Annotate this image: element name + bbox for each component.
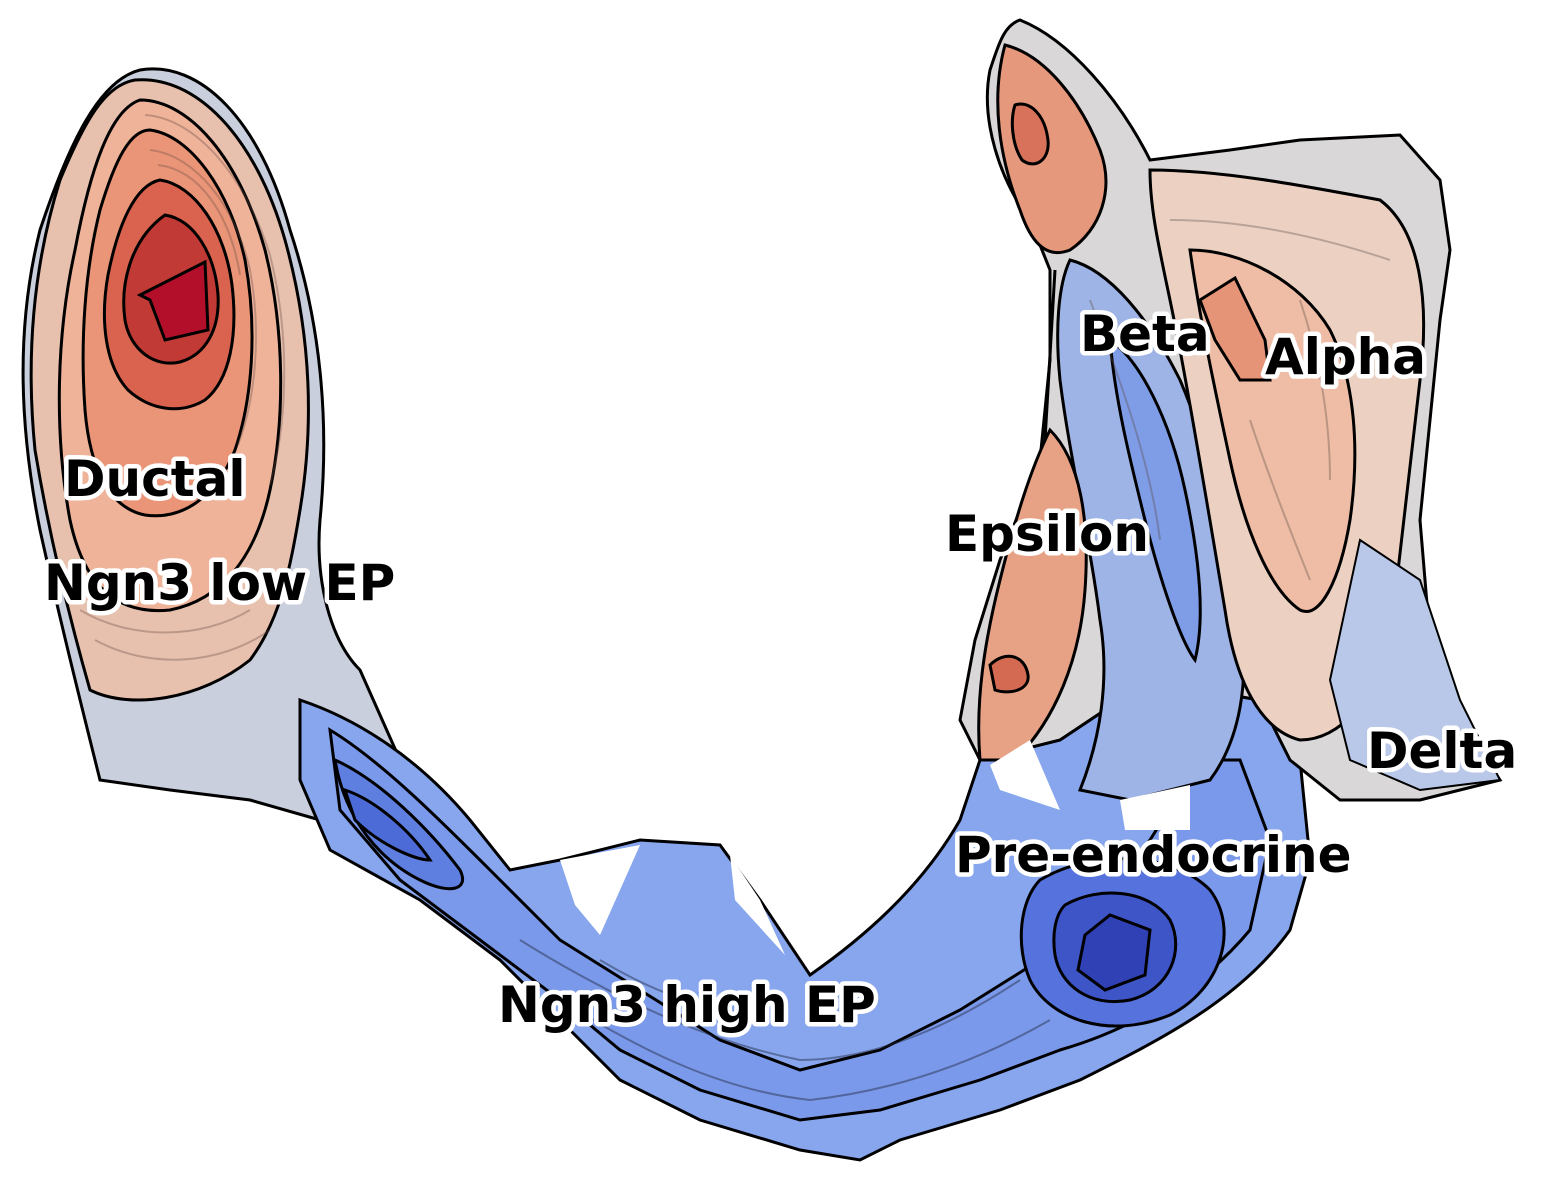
right-branch-region [958, 18, 1503, 830]
right-branch-blue-inner [1108, 337, 1202, 664]
right-gap-1 [990, 740, 1060, 810]
label-pre-endocrine: Pre-endocrine [955, 826, 1352, 884]
pre-endocrine-peak [1076, 913, 1152, 992]
bottom-arc-faint-contours [519, 939, 1051, 1102]
label-epsilon: Epsilon [945, 505, 1149, 563]
beta-peak [1010, 102, 1050, 166]
label-ductal: Ductal [64, 450, 246, 508]
left-lobe-faint-contours [79, 114, 286, 661]
right-branch-faint-contours [1089, 219, 1391, 581]
gap-right [730, 855, 785, 955]
right-gap-2 [1120, 785, 1190, 830]
bottom-arc-blue-2 [342, 787, 433, 862]
label-ngn3-low-ep: Ngn3 low EP [44, 554, 395, 612]
bottom-arc-mid [328, 727, 1272, 1122]
left-lobe-peak [136, 259, 210, 342]
left-lobe-region [21, 67, 515, 873]
label-ngn3-high-ep: Ngn3 high EP [498, 976, 876, 1034]
alpha-peak [1198, 275, 1272, 382]
branch-line [1043, 269, 1057, 441]
label-delta: Delta [1367, 722, 1517, 780]
epsilon-peak [988, 654, 1030, 694]
label-beta: Beta [1080, 305, 1210, 363]
beta-warm [996, 43, 1108, 255]
delta-tail [1328, 538, 1502, 792]
label-alpha: Alpha [1265, 328, 1426, 386]
gap-left [560, 845, 640, 935]
cluster-labels: Ductal Ngn3 low EP Ngn3 high EP Pre-endo… [40, 301, 1522, 1039]
